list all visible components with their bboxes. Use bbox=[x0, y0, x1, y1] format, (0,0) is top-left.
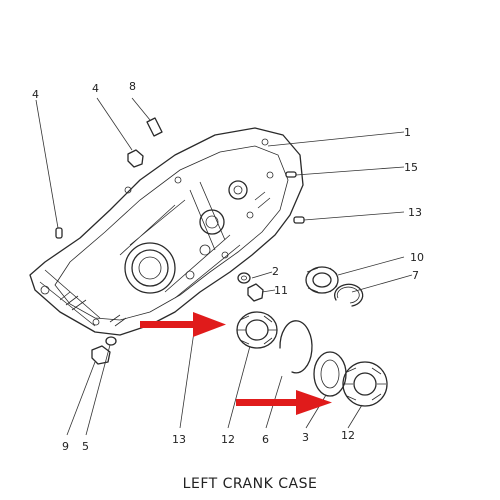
circlip-part-7 bbox=[334, 283, 364, 307]
bolt-part-11 bbox=[247, 283, 264, 302]
dowel-pin-part-8 bbox=[146, 117, 163, 137]
callout-13-bottom: 13 bbox=[172, 433, 186, 446]
callout-9: 9 bbox=[62, 440, 69, 453]
diagram-caption: LEFT CRANK CASE bbox=[183, 476, 318, 492]
pin-part-4 bbox=[55, 227, 63, 239]
bolt-part-4 bbox=[127, 149, 144, 168]
callout-15: 15 bbox=[404, 161, 418, 174]
callout-6: 6 bbox=[262, 433, 269, 446]
callout-7: 7 bbox=[412, 269, 419, 282]
callout-3: 3 bbox=[302, 431, 309, 444]
bearing-part-12-centre bbox=[236, 311, 278, 349]
callout-4-left: 4 bbox=[32, 88, 39, 101]
red-arrow-lower bbox=[236, 390, 332, 415]
highlight-arrows bbox=[140, 312, 332, 415]
red-arrow-upper bbox=[140, 312, 226, 337]
callout-12-centre: 12 bbox=[221, 433, 235, 446]
bearing-part-10 bbox=[305, 266, 339, 294]
ring-part-3 bbox=[313, 351, 347, 397]
callout-13-right: 13 bbox=[408, 206, 422, 219]
callout-1: 1 bbox=[404, 126, 411, 139]
pin-part-13 bbox=[293, 216, 305, 224]
bearing-part-12-right bbox=[342, 361, 388, 407]
circlip-part-6 bbox=[279, 320, 313, 374]
callout-10: 10 bbox=[410, 251, 424, 264]
callout-5: 5 bbox=[82, 440, 89, 453]
callout-4-top: 4 bbox=[92, 82, 99, 95]
callout-8: 8 bbox=[129, 80, 136, 93]
callout-11: 11 bbox=[274, 284, 288, 297]
callout-2: 2 bbox=[272, 265, 279, 278]
leader-lines bbox=[35, 97, 413, 436]
crank-case-housing bbox=[29, 127, 304, 336]
seal-part-5 bbox=[105, 336, 117, 346]
pin-part-15 bbox=[285, 171, 297, 178]
callout-12-right: 12 bbox=[341, 429, 355, 442]
callout-labels: 4 8 4 1 15 13 10 7 2 11 9 5 13 12 6 3 12 bbox=[32, 80, 424, 453]
washer-part-2 bbox=[237, 272, 251, 284]
plug-part-9 bbox=[91, 345, 111, 365]
